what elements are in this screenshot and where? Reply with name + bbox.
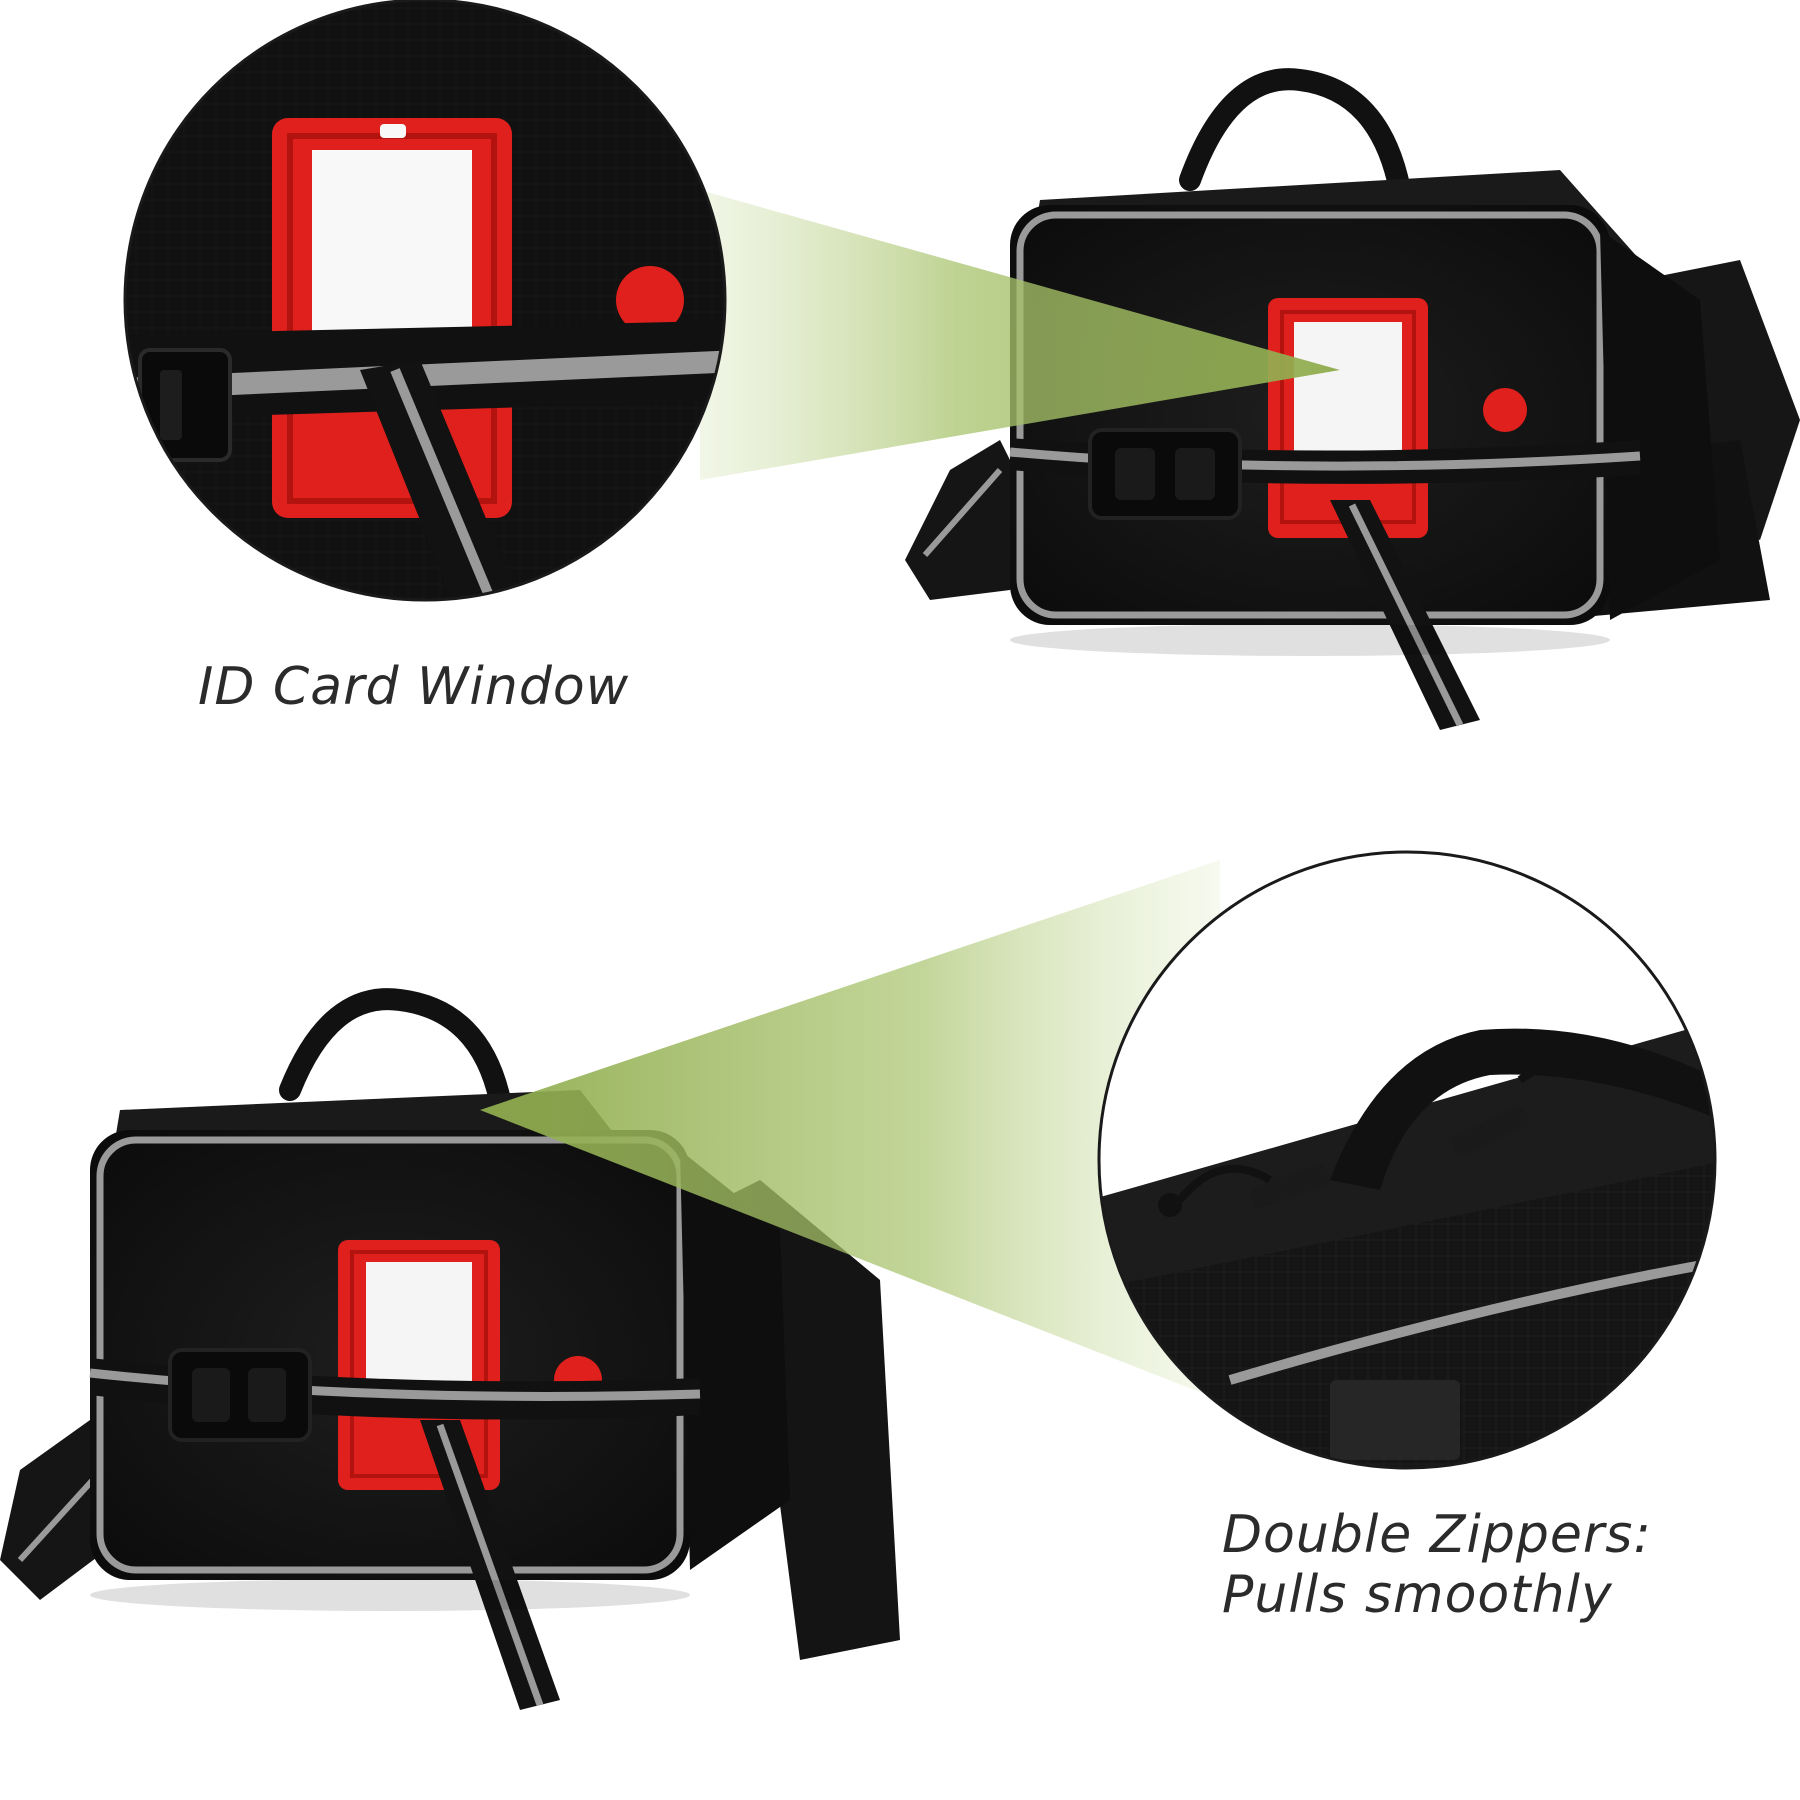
highlight-beam-top bbox=[700, 190, 1340, 480]
highlight-beam-bottom bbox=[480, 860, 1220, 1400]
zipper-zoom-circle bbox=[1097, 850, 1717, 1470]
double-zippers-caption: Double Zippers: Pulls smoothly bbox=[1222, 1505, 1652, 1626]
id-card-zoom-circle bbox=[123, 0, 727, 602]
double-zippers-caption-line1: Double Zippers: bbox=[1222, 1505, 1652, 1565]
bottom-bag bbox=[0, 988, 900, 1710]
top-bag bbox=[905, 68, 1800, 730]
id-card-window-caption: ID Card Window bbox=[198, 657, 630, 717]
double-zippers-caption-line2: Pulls smoothly bbox=[1222, 1564, 1613, 1625]
